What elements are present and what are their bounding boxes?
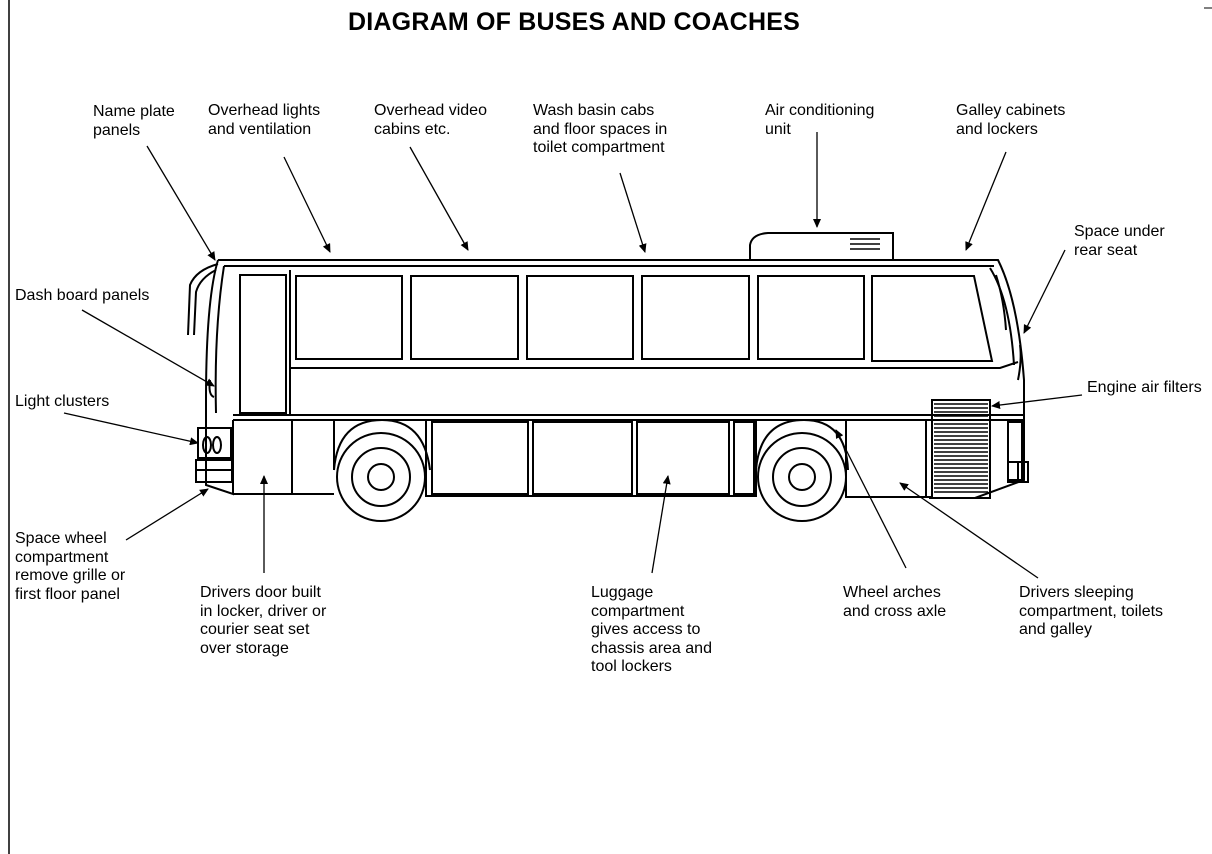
leader-drivers-sleeping [899,482,1039,579]
leader-luggage [651,475,671,574]
leader-wash-basin [619,172,647,253]
rear-wheel [757,432,847,522]
label-dash-board: Dash board panels [15,287,150,304]
engine-grille [934,403,988,493]
leader-name-plate [146,145,216,261]
leader-rear-seat [1023,249,1066,334]
leader-light-clusters [63,412,199,446]
front-wheel [336,432,426,522]
leader-galley [965,151,1007,251]
bus-body [187,259,1029,499]
label-light-clusters: Light clusters [15,393,110,410]
leader-overhead-lights [283,156,331,253]
leader-dash-board [81,309,215,387]
leader-overhead-video [409,146,469,251]
leader-space-wheel [125,488,209,541]
air-conditioning-unit [749,232,894,260]
diagram-title: DIAGRAM OF BUSES AND COACHES [348,8,800,36]
label-engine-air-filters: Engine air filters [1087,379,1202,396]
leader-lines [63,132,1083,579]
leader-wheel-arches [835,429,907,569]
leader-engine-filters [991,394,1083,409]
